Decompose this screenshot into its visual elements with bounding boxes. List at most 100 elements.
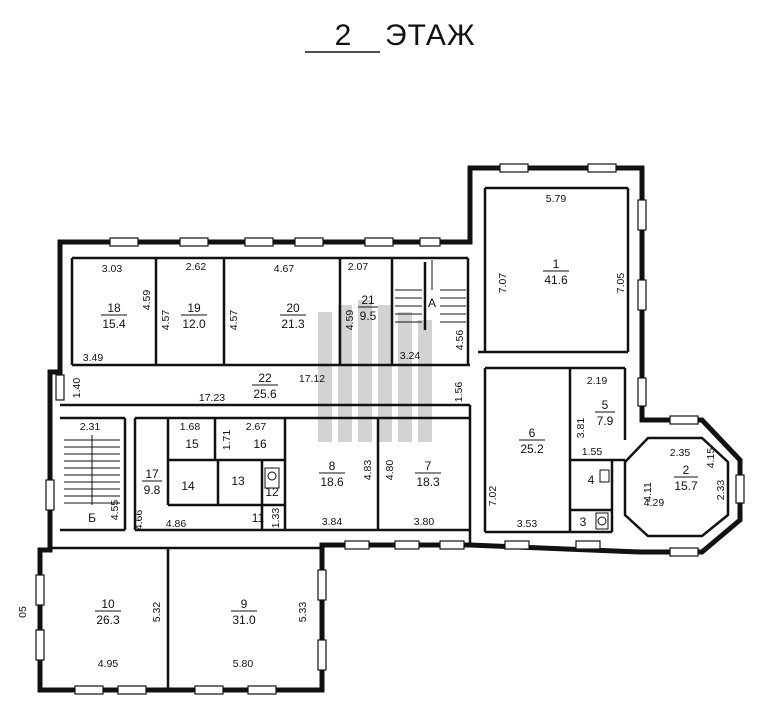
dimension: 2.35 bbox=[670, 447, 691, 459]
dimension: 4.15 bbox=[705, 448, 717, 469]
dimension: 1.55 bbox=[582, 446, 603, 458]
room-area: 18.6 bbox=[320, 475, 344, 489]
stair-label-a: А bbox=[428, 296, 436, 310]
dimension: 2.67 bbox=[246, 421, 267, 433]
stair-a bbox=[395, 260, 466, 323]
room-number: 8 bbox=[329, 459, 336, 473]
dimension: 2.31 bbox=[80, 421, 101, 433]
room-area: 31.0 bbox=[232, 613, 256, 627]
dimension: 4.86 bbox=[166, 518, 187, 530]
dimension: 2.19 bbox=[587, 375, 608, 387]
dimension: 4.29 bbox=[644, 497, 665, 509]
room-number: 20 bbox=[286, 301, 300, 315]
dimension: 1.40 bbox=[71, 378, 83, 399]
dimension: 2.07 bbox=[348, 261, 369, 273]
room-10: 10 26.3 bbox=[95, 597, 121, 627]
dimension: 17.12 bbox=[299, 373, 325, 385]
dimension: 7.05 bbox=[615, 273, 627, 294]
dimension: 05 bbox=[17, 606, 29, 618]
room-number: 3 bbox=[580, 515, 587, 529]
room-2: 2 15.7 bbox=[674, 463, 698, 493]
dimension: 3.49 bbox=[83, 352, 104, 364]
room-area: 9.8 bbox=[144, 483, 161, 497]
room-22: 22 25.6 bbox=[252, 371, 278, 401]
stair-labels: А Б bbox=[88, 296, 436, 525]
room-number: 13 bbox=[231, 474, 245, 488]
room-number: 6 bbox=[529, 426, 536, 440]
floor-word: ЭТАЖ bbox=[385, 19, 476, 52]
dimension: 4.57 bbox=[228, 310, 240, 331]
dimension: 7.02 bbox=[487, 486, 499, 507]
dimension: 1.56 bbox=[453, 382, 465, 403]
dimension: 3.84 bbox=[322, 516, 343, 528]
stair-label-b: Б bbox=[88, 511, 96, 525]
dimension: 4.95 bbox=[98, 658, 119, 670]
room-21: 21 9.5 bbox=[358, 293, 378, 323]
room-number: 5 bbox=[602, 398, 609, 412]
room-12: 12 bbox=[265, 485, 279, 499]
room-19: 19 12.0 bbox=[181, 301, 207, 331]
room-6: 6 25.2 bbox=[519, 426, 545, 456]
dimension: 5.79 bbox=[546, 193, 567, 205]
room-area: 12.0 bbox=[182, 317, 206, 331]
room-number: 4 bbox=[588, 473, 595, 487]
room-15: 15 bbox=[185, 437, 199, 451]
room-1: 1 41.6 bbox=[543, 257, 569, 287]
dimension: 4.56 bbox=[454, 330, 466, 351]
floor-title: 2 ЭТАЖ bbox=[305, 19, 476, 53]
dimension: 3.53 bbox=[517, 518, 538, 530]
room-number: 9 bbox=[241, 597, 248, 611]
room-labels: 1 41.6 2 15.7 3 4 5 7.9 6 25.2 7 18.3 bbox=[95, 257, 698, 627]
room-number: 16 bbox=[253, 437, 267, 451]
dimension: 5.32 bbox=[151, 602, 163, 623]
room-area: 7.9 bbox=[597, 414, 614, 428]
dimension: 4.59 bbox=[344, 310, 356, 331]
room-area: 15.7 bbox=[674, 479, 698, 493]
dimension: 4.11 bbox=[642, 482, 654, 502]
room-number: 7 bbox=[425, 459, 432, 473]
room-number: 19 bbox=[187, 301, 201, 315]
dimension: 3.03 bbox=[102, 263, 123, 275]
dimension: 2.62 bbox=[186, 261, 207, 273]
dimension: 4.67 bbox=[274, 263, 295, 275]
room-16: 16 bbox=[253, 437, 267, 451]
room-area: 25.6 bbox=[253, 387, 277, 401]
room-number: 22 bbox=[258, 371, 272, 385]
room-number: 18 bbox=[107, 301, 121, 315]
room-area: 25.2 bbox=[520, 442, 544, 456]
room-18: 18 15.4 bbox=[101, 301, 127, 331]
room-number: 11 bbox=[252, 511, 265, 525]
watermark-logo bbox=[318, 300, 432, 442]
dimension: 5.33 bbox=[297, 602, 309, 623]
room-17: 17 9.8 bbox=[142, 467, 162, 497]
room-5: 5 7.9 bbox=[595, 398, 615, 428]
windows bbox=[35, 163, 745, 695]
dimension: 4.59 bbox=[141, 290, 153, 311]
room-14: 14 bbox=[181, 479, 195, 493]
room-number: 12 bbox=[265, 485, 279, 499]
room-number: 10 bbox=[101, 597, 115, 611]
room-13: 13 bbox=[231, 474, 245, 488]
outer-walls bbox=[37, 165, 743, 693]
sanitary-fixtures bbox=[264, 467, 610, 530]
dimension: 4.57 bbox=[160, 310, 172, 331]
dimension: 4.83 bbox=[362, 460, 374, 481]
room-20: 20 21.3 bbox=[280, 301, 306, 331]
dimension: 1.68 bbox=[180, 421, 201, 433]
room-number: 21 bbox=[361, 293, 375, 307]
dimension: 1.71 bbox=[221, 430, 233, 451]
dimension: 3.81 bbox=[575, 418, 587, 439]
dimension: 4.80 bbox=[384, 460, 396, 481]
room-7: 7 18.3 bbox=[415, 459, 441, 489]
dimension: 2.33 bbox=[715, 480, 727, 501]
room-4: 4 bbox=[588, 473, 595, 487]
room-number: 1 bbox=[553, 257, 560, 271]
room-area: 41.6 bbox=[544, 273, 568, 287]
room-number: 17 bbox=[145, 467, 159, 481]
room-area: 26.3 bbox=[96, 613, 120, 627]
dimension: 7.07 bbox=[497, 273, 509, 294]
room-9: 9 31.0 bbox=[231, 597, 257, 627]
room-area: 9.5 bbox=[360, 309, 377, 323]
room-number: 2 bbox=[683, 463, 690, 477]
